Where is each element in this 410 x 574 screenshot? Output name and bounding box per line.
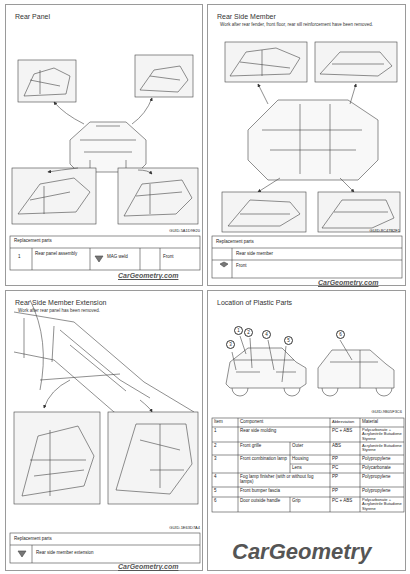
doc-code: GUID-1E63D7A4 <box>130 526 200 530</box>
text-label: Polypropylene <box>362 475 403 480</box>
text-label: PC + ABS <box>332 429 359 434</box>
text-label: 6 <box>214 499 236 504</box>
text-label: PP <box>332 475 359 480</box>
doc-code: GUID-8C47B2F1 <box>330 229 400 233</box>
text-label: Rear side molding <box>240 429 328 434</box>
text-label: Front combination lamp <box>240 457 288 462</box>
callout-number: 2 <box>244 328 253 337</box>
text-label: Lens <box>292 466 328 471</box>
text-label: PP <box>332 489 359 494</box>
callout-number: 1 <box>234 326 243 335</box>
text-label: Polypropylene <box>362 489 403 494</box>
text-label: 2 <box>214 444 236 449</box>
text-label: Replacement parts <box>14 537 114 542</box>
text-label: Replacement parts <box>14 239 114 244</box>
text-label: PC + ABS <box>332 499 359 504</box>
text-label: Rear panel assembly <box>35 252 87 257</box>
text-label: Acrylonitrile Butadiene Styrene <box>362 444 403 453</box>
text-label: Polycarbonate <box>362 466 403 471</box>
callout-number: 6 <box>336 330 345 339</box>
text-label: ABS <box>332 444 359 449</box>
text-label: Polypropylene <box>362 457 403 462</box>
text-label: Grip <box>292 499 328 504</box>
text-label: Item <box>214 420 236 425</box>
callout-number: 4 <box>262 330 271 339</box>
text-label: Front bumper fascia <box>240 489 328 494</box>
page-title: Rear Panel <box>15 13 202 20</box>
text-label: Rear side member <box>236 252 356 257</box>
text-label: Material <box>362 420 402 425</box>
text-label: 1 <box>18 255 28 260</box>
text-label: 1 <box>214 429 236 434</box>
text-label: Outer <box>292 444 328 449</box>
text-label: 5 <box>214 489 236 494</box>
doc-code: GUID-5A1D9E20 <box>130 229 200 233</box>
text-label: Housing <box>292 457 328 462</box>
text-label: PP <box>332 457 359 462</box>
watermark: CarGeometry.com <box>118 272 198 280</box>
text-label: Front grille <box>240 444 288 449</box>
manual-page: Rear Panel <box>5 4 203 286</box>
text-label: 3 <box>214 457 236 462</box>
callout-number: 3 <box>226 340 235 349</box>
text-label: Component <box>240 420 288 425</box>
text-label: Rear side member extension <box>36 551 156 556</box>
text-label: 4 <box>214 475 236 480</box>
text-label: Polycarbonate + Acrylonitrile Butadiene … <box>362 498 403 511</box>
page-note: Work after rear panel has been removed. <box>18 309 188 314</box>
text-label: Replacement parts <box>216 240 316 245</box>
doc-code: GUID-9B05F3C6 <box>330 410 402 414</box>
text-label: Door outside handle <box>240 499 288 504</box>
page-title: Location of Plastic Parts <box>217 299 405 306</box>
text-label: PC <box>332 466 359 471</box>
text-label: Front <box>236 264 296 269</box>
text-label: Front <box>163 255 197 260</box>
watermark: CarGeometry <box>232 540 402 564</box>
text-label: Abbreviation <box>332 420 359 424</box>
page-title: Rear Side Member Extension <box>15 299 202 306</box>
text-label: MAG weld <box>107 255 139 260</box>
page-note: Work after rear fender, front floor, rea… <box>220 23 390 28</box>
text-label: Polycarbonate + Acrylonitrile Butadiene … <box>362 428 403 441</box>
watermark: CarGeometry.com <box>318 279 398 287</box>
text-label: Fog lamp finisher (with or without fog l… <box>240 475 328 485</box>
watermark: CarGeometry.com <box>118 563 198 571</box>
page-title: Rear Side Member <box>217 13 405 20</box>
callout-number: 5 <box>284 336 293 345</box>
